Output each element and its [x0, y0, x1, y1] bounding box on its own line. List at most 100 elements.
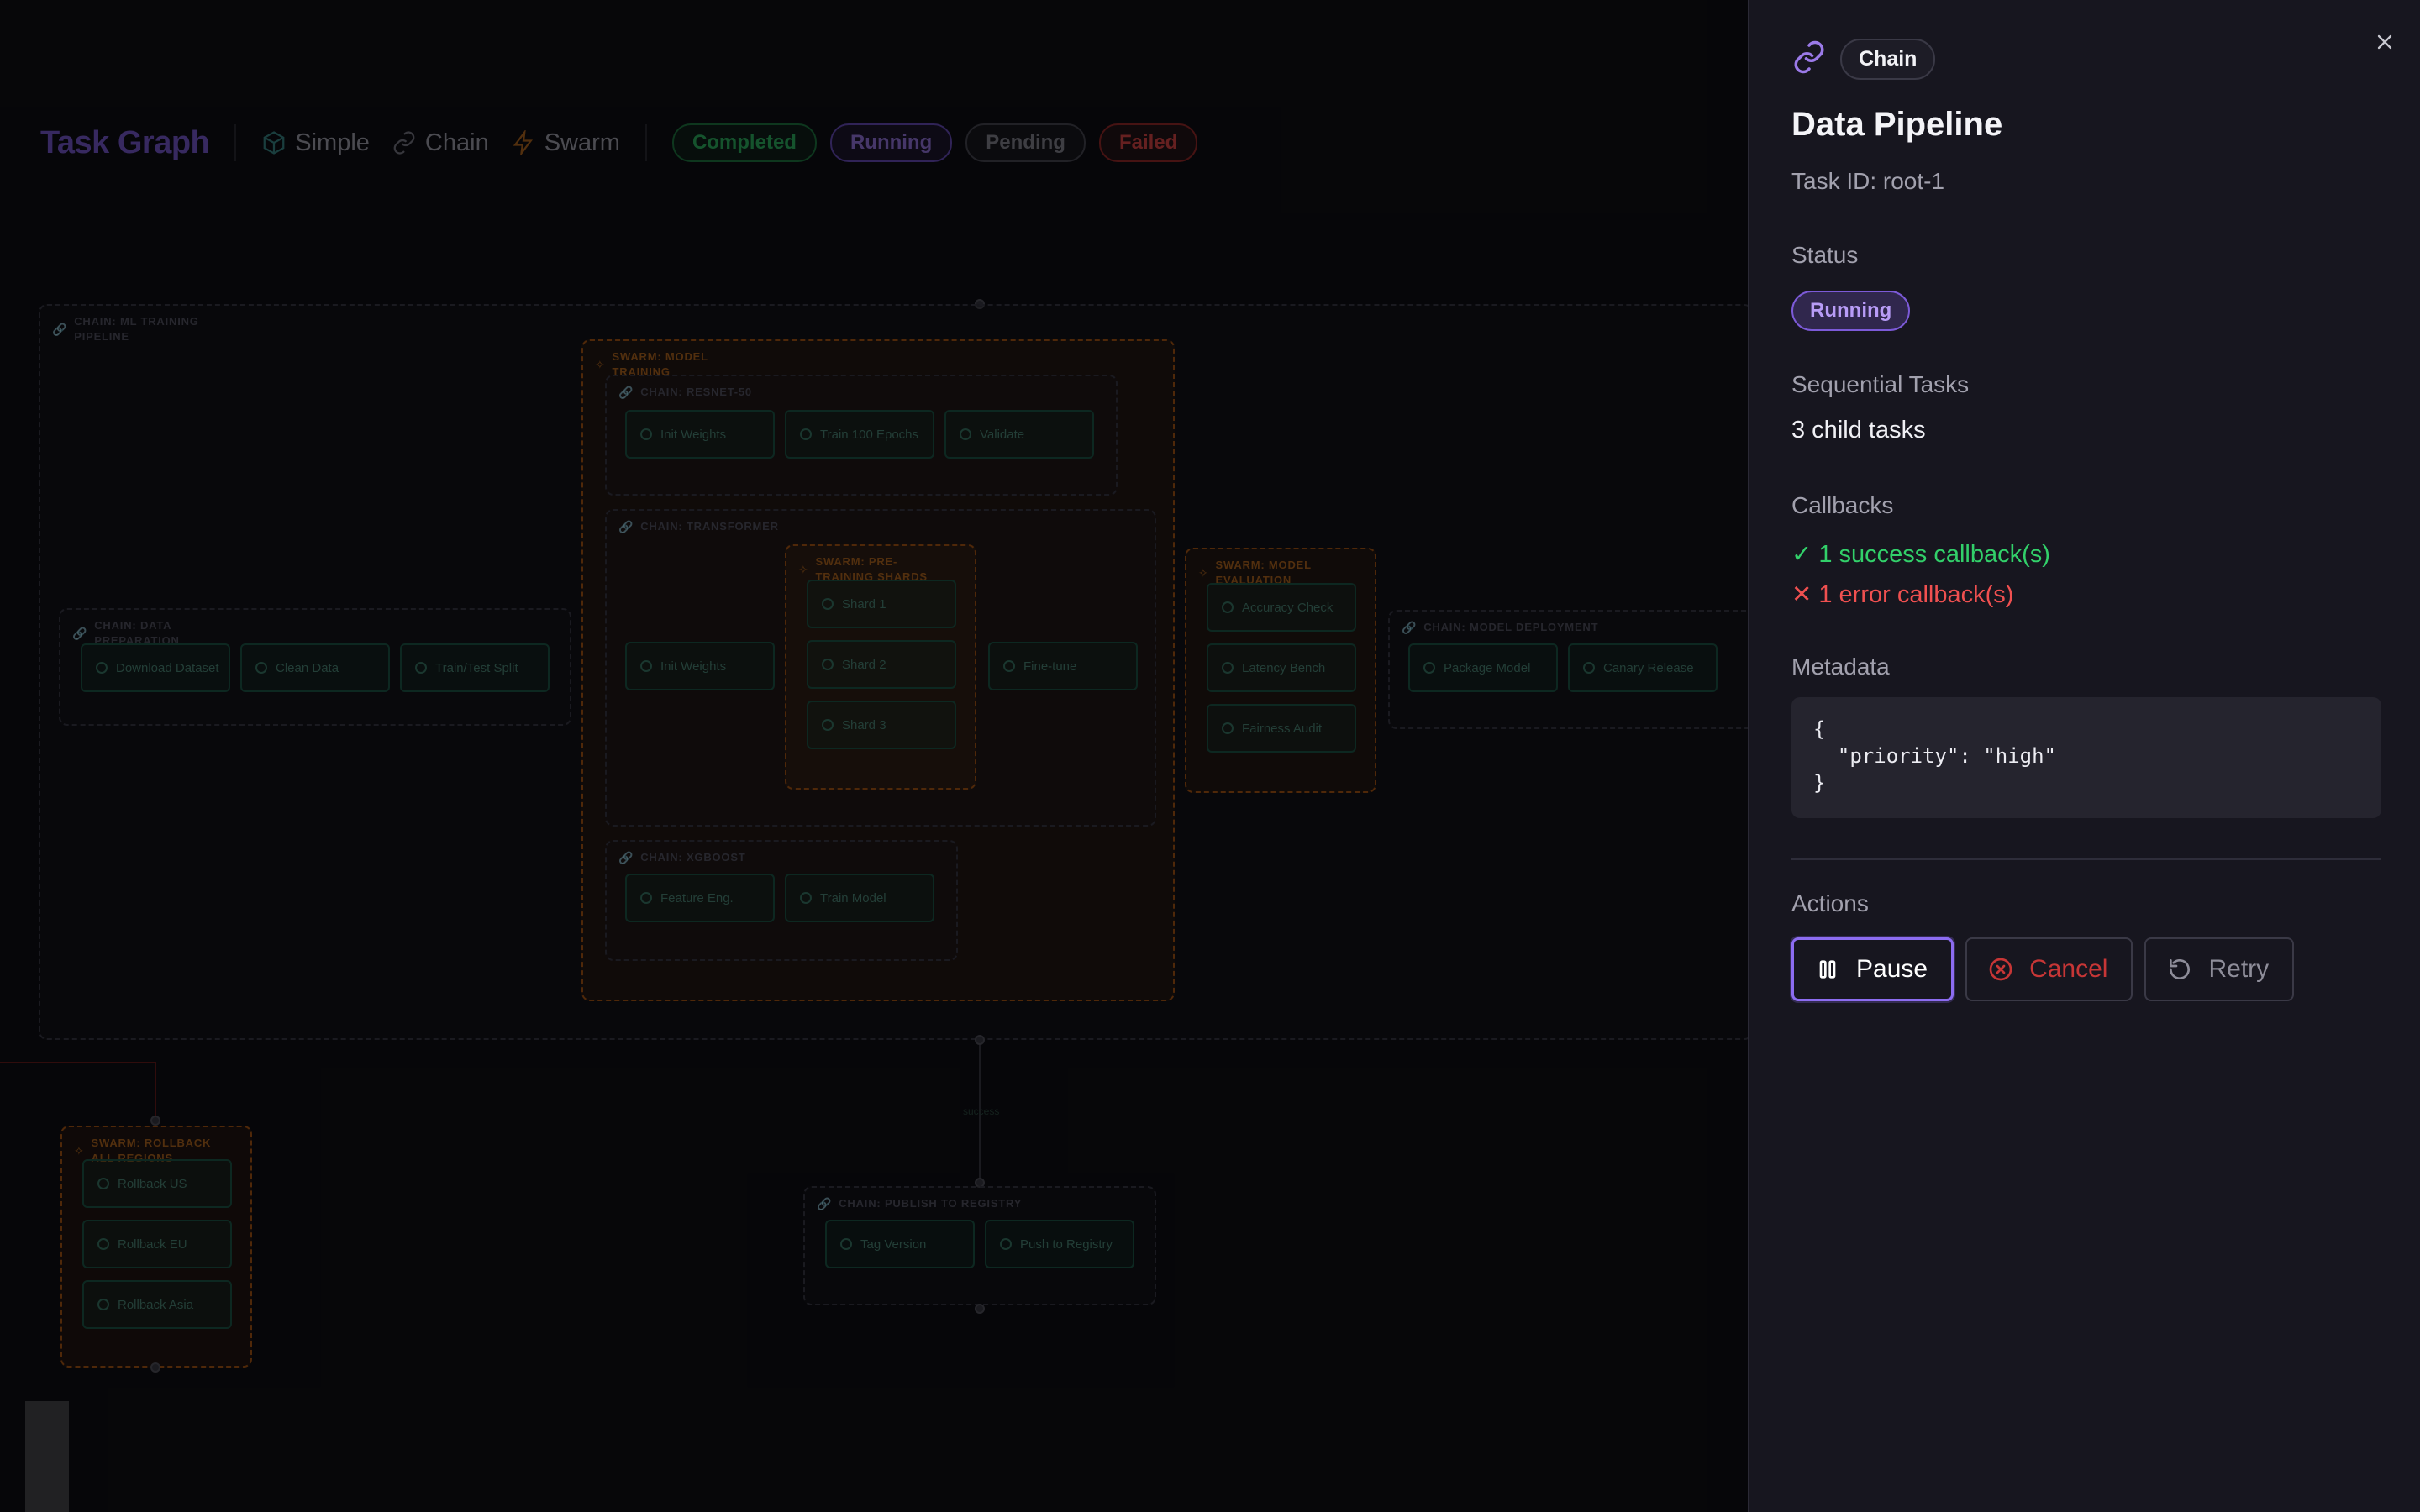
pending-icon	[1222, 662, 1234, 674]
node-push-to-registry[interactable]: Push to Registry	[985, 1220, 1134, 1268]
link-icon: 🔗	[1402, 621, 1418, 634]
group-label: 🔗CHAIN: RESNET-50	[618, 386, 752, 399]
link-icon: 🔗	[72, 627, 88, 640]
toolbar-divider	[234, 124, 237, 161]
node-latency-bench[interactable]: Latency Bench	[1207, 643, 1356, 692]
node-fine-tune[interactable]: Fine-tune	[988, 642, 1138, 690]
cancel-circle-icon	[1989, 958, 2012, 981]
node-feature-eng[interactable]: Feature Eng.	[625, 874, 775, 922]
pending-icon	[97, 1238, 109, 1250]
node-init-weights[interactable]: Init Weights	[625, 410, 775, 459]
connector-dot[interactable]	[975, 1035, 985, 1045]
pending-icon	[960, 428, 971, 440]
pending-icon	[822, 719, 834, 731]
actions-label: Actions	[1791, 890, 1869, 916]
graph-title: Task Graph	[40, 124, 210, 160]
node-tag-version[interactable]: Tag Version	[825, 1220, 975, 1268]
mode-swarm-label: Swarm	[544, 129, 620, 156]
sequential-tasks-label: Sequential Tasks	[1791, 371, 1970, 397]
retry-button[interactable]: Retry	[2144, 937, 2295, 1001]
group-label: 🔗CHAIN: TRANSFORMER	[618, 520, 779, 533]
node-accuracy-check[interactable]: Accuracy Check	[1207, 583, 1356, 632]
panel-header: Chain	[1791, 39, 1936, 80]
error-callbacks: ✕ 1 error callback(s)	[1791, 581, 2014, 608]
node-init-weights[interactable]: Init Weights	[625, 642, 775, 690]
pause-button[interactable]: Pause	[1791, 937, 1954, 1001]
pending-icon	[822, 659, 834, 670]
retry-icon	[2170, 959, 2191, 979]
pending-icon	[1423, 662, 1435, 674]
mode-simple-button[interactable]: Simple	[261, 129, 370, 157]
legend-completed-badge: Completed	[671, 123, 817, 162]
task-type-badge: Chain	[1840, 39, 1936, 80]
metadata-label: Metadata	[1791, 654, 1890, 680]
edge-label: success	[963, 1105, 1000, 1117]
node-shard-2[interactable]: Shard 2	[807, 640, 956, 689]
node-rollback-asia[interactable]: Rollback Asia	[82, 1280, 232, 1329]
mode-swarm-button[interactable]: Swarm	[511, 129, 620, 157]
node-train-model[interactable]: Train Model	[785, 874, 934, 922]
cancel-label: Cancel	[2029, 955, 2108, 983]
node-rollback-us[interactable]: Rollback US	[82, 1159, 232, 1208]
swarm-icon: ✧	[74, 1144, 85, 1158]
link-icon: 🔗	[618, 851, 634, 864]
link-icon: 🔗	[817, 1197, 833, 1210]
swarm-icon: ✧	[595, 358, 606, 371]
node-clean-data[interactable]: Clean Data	[240, 643, 390, 692]
retry-label: Retry	[2208, 955, 2270, 983]
link-icon	[1791, 39, 1827, 79]
legend-pending-badge: Pending	[965, 123, 1086, 162]
node-fairness-audit[interactable]: Fairness Audit	[1207, 704, 1356, 753]
metadata-code-block: { "priority": "high" }	[1791, 697, 2381, 818]
link-icon	[393, 131, 415, 155]
panel-divider	[1791, 858, 2381, 860]
link-icon: 🔗	[618, 386, 634, 399]
lightning-icon	[513, 130, 533, 155]
close-button[interactable]	[2368, 25, 2402, 59]
status-badge: Running	[1791, 291, 1911, 331]
pending-icon	[96, 662, 108, 674]
toolbar-divider	[644, 124, 647, 161]
pending-icon	[415, 662, 427, 674]
status-label: Status	[1791, 242, 1859, 268]
node-shard-1[interactable]: Shard 1	[807, 580, 956, 628]
group-label: 🔗CHAIN: XGBOOST	[618, 851, 746, 864]
node-rollback-eu[interactable]: Rollback EU	[82, 1220, 232, 1268]
node-validate[interactable]: Validate	[944, 410, 1094, 459]
connector-dot[interactable]	[150, 1116, 160, 1126]
node-train-100-epochs[interactable]: Train 100 Epochs	[785, 410, 934, 459]
legend-failed-badge: Failed	[1098, 123, 1198, 162]
pending-icon	[822, 598, 834, 610]
pending-icon	[1003, 660, 1015, 672]
success-callbacks: ✓ 1 success callback(s)	[1791, 541, 2050, 568]
node-package-model[interactable]: Package Model	[1408, 643, 1558, 692]
link-icon: 🔗	[618, 520, 634, 533]
pending-icon	[840, 1238, 852, 1250]
task-graph-canvas[interactable]: Task Graph Simple Chain Swarm Completed …	[0, 0, 1748, 1512]
task-details-panel: Chain Data Pipeline Task ID: root-1 Stat…	[1748, 0, 2420, 1512]
swarm-icon: ✧	[798, 563, 809, 576]
child-tasks-count: 3 child tasks	[1791, 417, 1926, 444]
scrollbar-thumb[interactable]	[25, 1401, 69, 1512]
connector-dot[interactable]	[150, 1362, 160, 1373]
pending-icon	[1000, 1238, 1012, 1250]
mode-simple-label: Simple	[295, 129, 370, 156]
node-shard-3[interactable]: Shard 3	[807, 701, 956, 749]
error-edge-line	[155, 1062, 156, 1119]
node-canary-release[interactable]: Canary Release	[1568, 643, 1718, 692]
task-title: Data Pipeline	[1791, 106, 2003, 143]
group-label: 🔗CHAIN: PUBLISH TO REGISTRY	[817, 1197, 1023, 1210]
close-icon	[2377, 34, 2392, 50]
node-download-dataset[interactable]: Download Dataset	[81, 643, 230, 692]
pending-icon	[97, 1178, 109, 1189]
pending-icon	[640, 660, 652, 672]
connector-dot[interactable]	[975, 1304, 985, 1314]
pause-icon	[1819, 960, 1836, 979]
mode-chain-button[interactable]: Chain	[392, 129, 489, 157]
node-train-test-split[interactable]: Train/Test Split	[400, 643, 550, 692]
legend-running-badge: Running	[829, 123, 953, 162]
cancel-button[interactable]: Cancel	[1965, 937, 2133, 1001]
pending-icon	[800, 892, 812, 904]
pending-icon	[800, 428, 812, 440]
cube-icon	[263, 131, 285, 155]
